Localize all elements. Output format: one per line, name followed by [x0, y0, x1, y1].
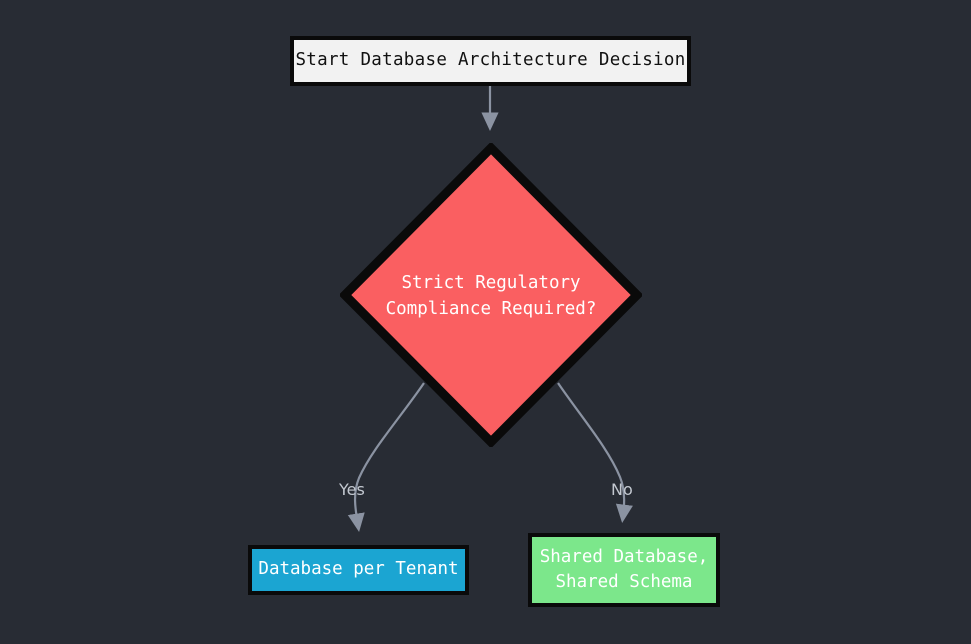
node-start[interactable]: Start Database Architecture Decision: [290, 36, 691, 86]
node-shared-database-shared-schema[interactable]: Shared Database, Shared Schema: [528, 533, 720, 607]
edge-label-no: No: [611, 480, 633, 499]
edge-label-yes: Yes: [339, 480, 365, 499]
node-decision[interactable]: Strict Regulatory Compliance Required?: [340, 143, 642, 447]
node-database-per-tenant[interactable]: Database per Tenant: [248, 545, 469, 595]
node-decision-label: Strict Regulatory Compliance Required?: [385, 273, 597, 319]
diamond-shape: [340, 143, 642, 447]
